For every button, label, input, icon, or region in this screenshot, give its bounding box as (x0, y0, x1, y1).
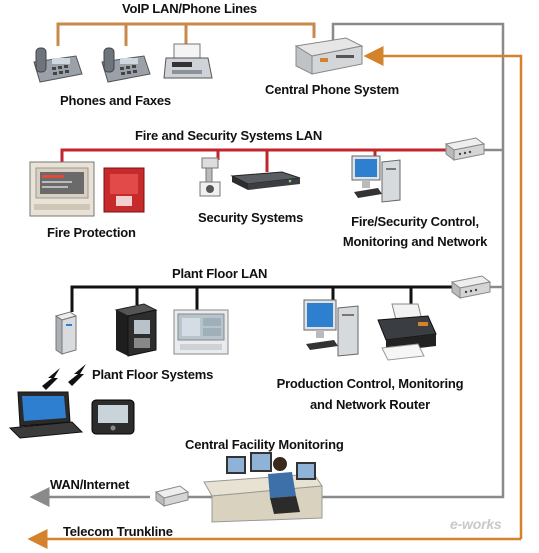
fire-protection-label: Fire Protection (47, 225, 136, 240)
production-control-label: Production Control, Monitoring and Netwo… (272, 376, 468, 412)
fire-control-label: Fire/Security Control, Monitoring and Ne… (338, 214, 492, 249)
dvr-switch-icon (230, 171, 301, 190)
desk-phone-icon (101, 47, 151, 83)
security-camera-icon (199, 157, 221, 197)
monitor-panel-icon (173, 309, 229, 355)
production-control-label-line1: Production Control, Monitoring (276, 376, 464, 391)
router-icon (154, 485, 190, 507)
voip-lan-line (56, 22, 316, 46)
central-facility-label: Central Facility Monitoring (185, 437, 344, 452)
wan-label: WAN/Internet (50, 477, 130, 492)
telecom-trunk-line (363, 46, 523, 539)
plant-floor-lan-line (70, 285, 452, 312)
server-tower-icon (54, 311, 78, 355)
desktop-computer-icon (351, 155, 401, 203)
plant-lan-label: Plant Floor LAN (172, 266, 268, 281)
central-phone-label: Central Phone System (265, 82, 399, 97)
fire-panel-icon (29, 161, 95, 217)
fire-alarm-icon (103, 167, 145, 213)
fax-machine-icon (163, 43, 213, 79)
desk-phone-icon (33, 47, 83, 83)
laptop-icon (8, 391, 84, 439)
desktop-computer-icon (303, 299, 359, 357)
operator-desk-icon (203, 452, 323, 523)
telecom-label: Telecom Trunkline (63, 524, 173, 539)
voip-lan-label: VoIP LAN/Phone Lines (122, 1, 257, 16)
production-control-label-line2: and Network Router (310, 397, 430, 412)
fire-control-label-line2: Monitoring and Network (342, 234, 488, 249)
watermark-label: e-works (450, 516, 502, 532)
cabinet-icon (114, 303, 158, 357)
router-icon (450, 275, 492, 299)
wireless-signal-icon (42, 364, 86, 390)
phones-faxes-label: Phones and Faxes (60, 93, 171, 108)
handheld-device-icon (91, 399, 135, 435)
phone-system-unit-icon (294, 37, 364, 75)
router-icon (444, 137, 486, 161)
security-systems-label: Security Systems (198, 210, 304, 225)
fire-control-label-line1: Fire/Security Control, (351, 214, 479, 229)
printer-icon (377, 303, 437, 361)
plant-systems-label: Plant Floor Systems (92, 367, 214, 382)
fire-lan-label: Fire and Security Systems LAN (135, 128, 323, 143)
